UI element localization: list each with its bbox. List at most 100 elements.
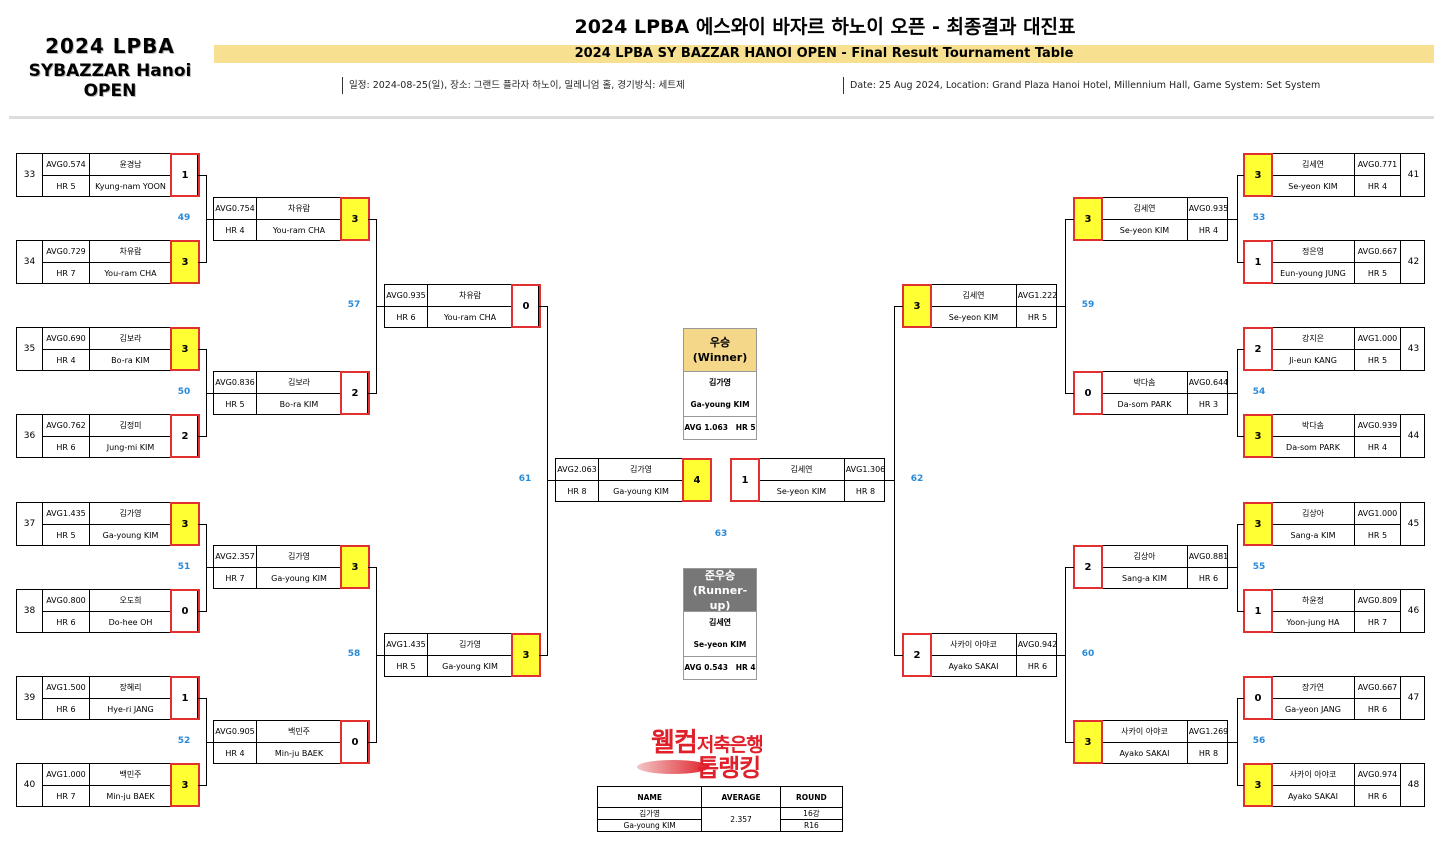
table-cell-round-english: R16 [779,819,844,832]
player-seed: 48 [1400,764,1426,806]
bracket-connector [376,655,385,656]
player-score: 3 [170,327,200,371]
bracket-connector [547,480,556,481]
bracket-connector [1057,306,1066,307]
player-name-korean: 차유람 [256,198,341,220]
bracket-connector [1065,742,1074,743]
player-high-run: HR 4 [214,219,256,241]
bracket-connector [198,349,207,350]
player-name-english: You-ram CHA [89,262,171,284]
table-header-round: ROUND [779,786,844,808]
player-seed: 46 [1400,590,1426,632]
player-high-run: HR 7 [43,262,89,284]
bracket-connector [1237,785,1244,786]
player-name-english: Ga-yeon JANG [1272,698,1354,720]
event-logo: 2024 LPBA SYBAZZAR Hanoi OPEN [10,34,210,101]
bracket-connector [198,524,207,525]
bracket-connector [368,742,377,743]
match-number: 51 [177,562,191,572]
player-name-korean: 김정미 [89,415,171,437]
bracket-connector [1237,262,1244,263]
table-cell-round-korean: 16강 [779,807,844,820]
player-name-english: Ga-young KIM [598,480,683,502]
winner-stats: AVG 1.063 HR 5 [684,416,756,439]
player-average: AVG0.881 [1187,546,1229,568]
player-name-korean: 김보라 [89,328,171,350]
bracket-connector [1237,524,1244,525]
player-name-korean: 차유람 [89,241,171,263]
player-name-korean: 김상아 [1133,552,1156,561]
player-name-english: Ga-young KIM [89,524,171,546]
player-score: 3 [340,545,370,589]
match-number: 50 [177,387,191,397]
bracket-connector [547,306,548,656]
player-average: AVG0.942 [1016,634,1058,656]
player-name-english: Sang-a KIM [1102,567,1187,589]
bracket-connector [1237,524,1238,612]
player-name-english: Se-yeon KIM [1102,219,1187,241]
winner-box: 우승 (Winner) 김가영 Ga-young KIM AVG 1.063 H… [683,328,757,440]
player-name-english: Da-som PARK [1272,436,1354,458]
player-average: AVG0.935 [386,291,426,300]
player-name-korean: 김세연 [1301,160,1325,169]
player-score: 4 [682,458,712,502]
bracket-connector [539,655,548,656]
match-number: 59 [1081,300,1095,310]
player-score: 2 [902,633,932,677]
player-name-english: Min-ju BAEK [256,742,341,764]
player-high-run: HR 4 [1354,175,1400,197]
player-score: 1 [1243,240,1273,284]
bracket-connector [1228,742,1238,743]
player-name-korean: 김가영 [598,459,683,481]
player-seed: 38 [17,590,43,632]
bracket-connector [198,436,207,437]
player-high-run: HR 6 [43,611,89,633]
bracket-connector [1237,349,1244,350]
player-average: AVG0.644 [1187,372,1229,394]
bracket-connector [1065,567,1074,568]
player-name-english: Se-yeon KIM [759,480,844,502]
logo-line1: 2024 LPBA [45,34,175,58]
sponsor-swoosh [637,760,709,774]
bracket-connector [1228,219,1238,220]
bracket-connector [368,393,377,394]
player-name-korean: 박다솜 [1301,421,1325,430]
sponsor-line1: 웰컴저축은행 [651,722,764,759]
match-number: 54 [1252,387,1266,397]
player-name-english: Ayako SAKAI [1102,742,1187,764]
player-score: 3 [340,197,370,241]
match-number: 61 [518,474,532,484]
player-score: 0 [1243,676,1273,720]
player-name-korean: 오도희 [89,590,171,612]
player-name-english: Ga-young KIM [427,655,512,677]
player-name-korean: 김가영 [256,546,341,568]
player-average: AVG1.222 [1016,285,1058,307]
match-number: 57 [347,300,361,310]
player-average: AVG0.939 [1354,415,1400,437]
winner-label-korean: 우승 [709,336,731,349]
player-high-run: HR 8 [844,480,886,502]
sponsor-brand: 웰컴 [651,728,698,758]
bracket-connector [1237,175,1244,176]
bracket-connector [206,393,214,394]
match-number: 60 [1081,649,1095,659]
player-high-run: HR 4 [1354,436,1400,458]
player-name-korean: 윤경남 [89,154,171,176]
player-name-korean: 사카이 아야코 [950,640,997,649]
player-score: 2 [170,414,200,458]
runner-up-hr: HR 4 [735,663,756,672]
header-divider [9,116,1434,119]
player-high-run: HR 7 [214,567,256,589]
player-name-english: Min-ju BAEK [89,785,171,807]
